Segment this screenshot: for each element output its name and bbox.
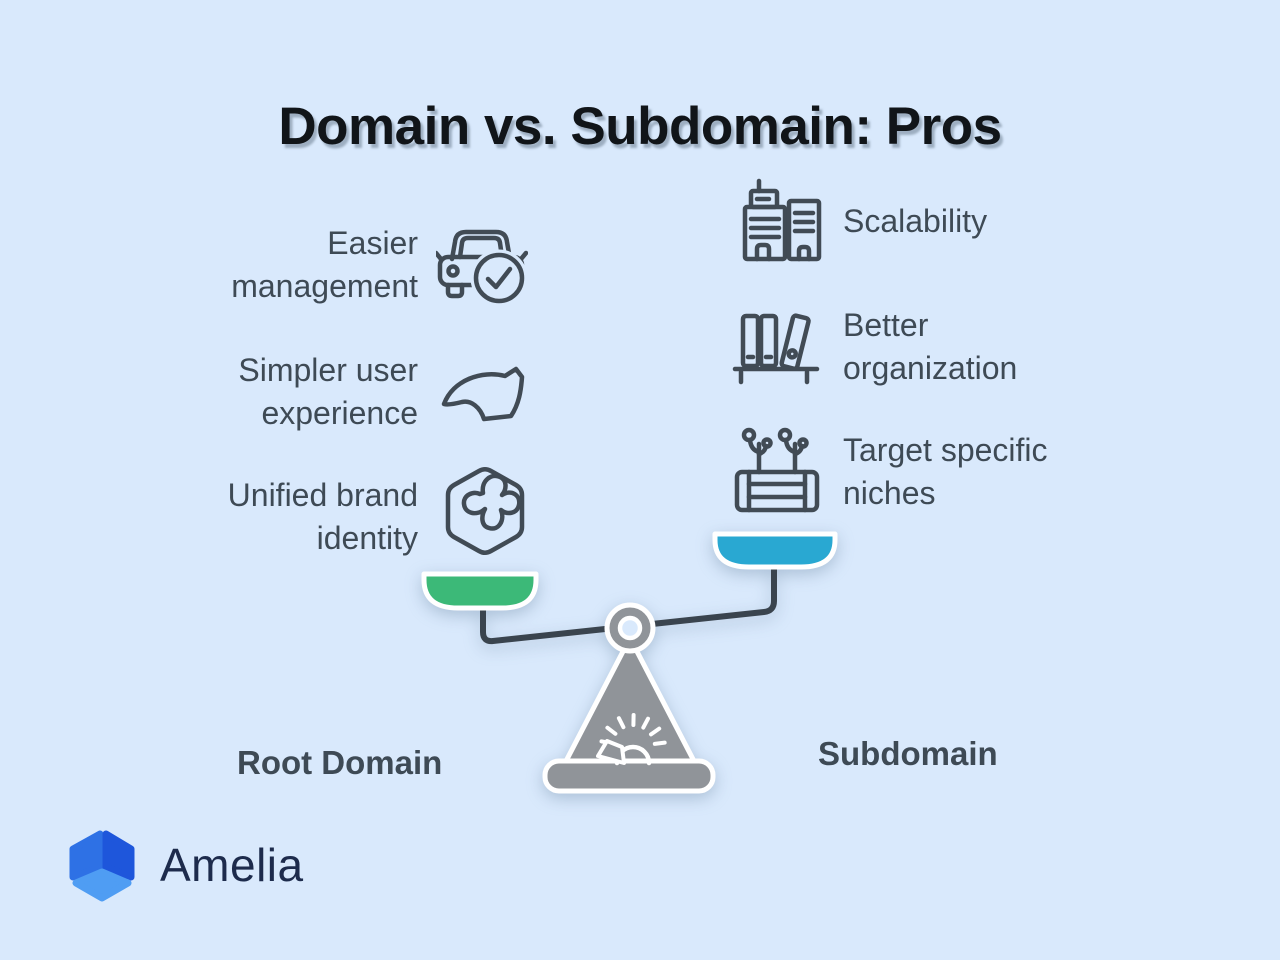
right-item-2-label: Better organization — [843, 307, 1018, 386]
brand-footer: Amelia — [62, 826, 303, 906]
balance-scale — [421, 531, 838, 794]
right-pan — [712, 531, 838, 570]
scale-stand — [562, 635, 698, 766]
amelia-logo-icon — [69, 830, 135, 902]
right-item-1-label: Scalability — [843, 203, 988, 239]
left-item-1-label: Easier management — [231, 225, 418, 304]
brand-splash-icon — [443, 463, 527, 559]
right-side-label: Subdomain — [818, 735, 998, 772]
books-shelf-icon — [731, 300, 821, 392]
planter-sprouts-icon — [731, 424, 823, 518]
left-side-label: Root Domain — [237, 744, 443, 781]
left-pan — [421, 571, 539, 611]
buildings-icon — [731, 173, 823, 265]
gauge-icon — [596, 713, 667, 766]
car-check-icon — [436, 217, 528, 307]
scale-base — [542, 758, 716, 794]
right-item-3-label: Target specific niches — [843, 432, 1048, 511]
left-item-2-label: Simpler user experience — [238, 352, 418, 431]
page-title: Domain vs. Subdomain: Pros — [278, 96, 1002, 156]
curved-arrow-icon — [437, 362, 529, 428]
brand-name: Amelia — [160, 839, 304, 891]
left-item-3-label: Unified brand identity — [227, 477, 418, 556]
